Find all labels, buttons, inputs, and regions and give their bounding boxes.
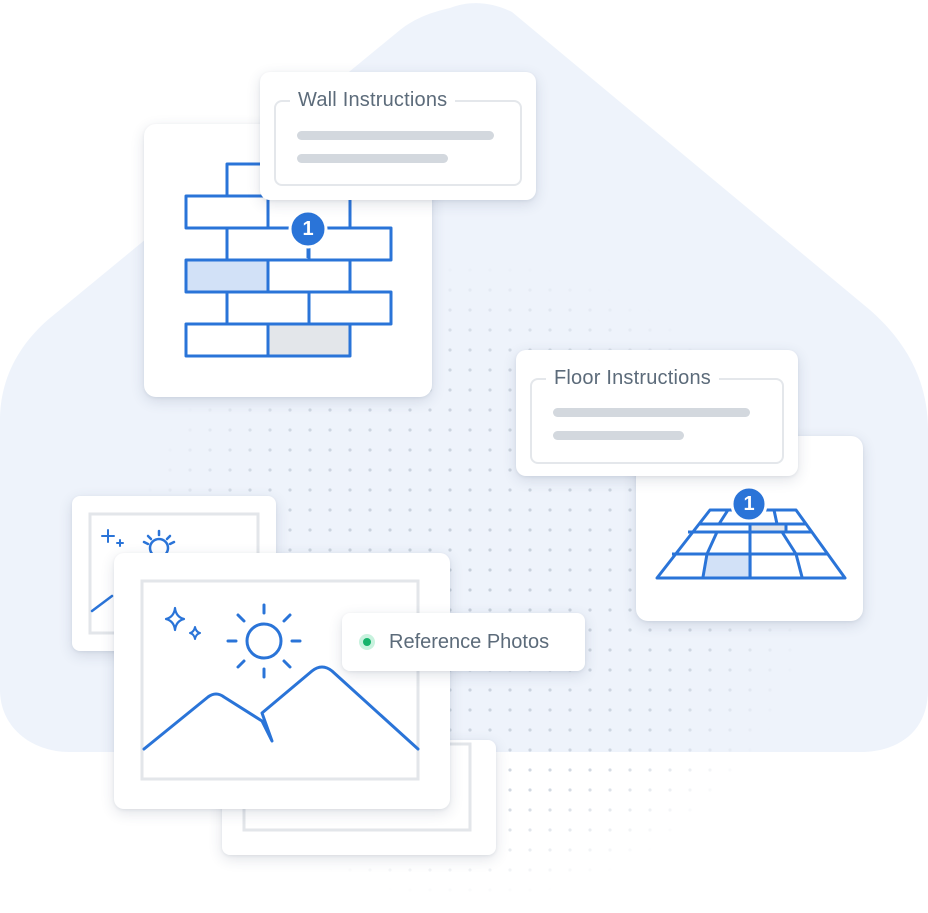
- reference-photos-label: Reference Photos: [389, 631, 550, 653]
- floor-instructions-title: Floor Instructions: [546, 366, 719, 390]
- floor-instructions-line-2: [553, 431, 684, 440]
- floor-marker-number: 1: [743, 493, 755, 515]
- sparkle-icon: [164, 606, 201, 640]
- wall-marker-number: 1: [302, 218, 314, 240]
- wall-instructions-card[interactable]: Wall Instructions: [260, 72, 536, 200]
- photo-card-front[interactable]: [114, 553, 450, 809]
- wall-instructions-field[interactable]: [274, 100, 522, 186]
- wall-instructions-line-2: [297, 154, 448, 163]
- wall-instructions-title: Wall Instructions: [290, 88, 456, 112]
- reference-photos-chip[interactable]: Reference Photos: [342, 613, 585, 671]
- floor-instructions-card[interactable]: Floor Instructions: [516, 350, 798, 476]
- landscape-photo-icon: [140, 579, 420, 781]
- floor-instructions-line-1: [553, 408, 750, 417]
- floor-instructions-field[interactable]: [530, 378, 784, 464]
- tile-floor-icon: [655, 485, 847, 580]
- wall-instructions-line-1: [297, 131, 494, 140]
- number-badge-icon: [288, 209, 328, 249]
- status-dot-icon: [359, 634, 375, 650]
- brick-wall-icon: [184, 162, 393, 358]
- number-badge-icon: [730, 485, 768, 523]
- sun-icon: [226, 603, 302, 679]
